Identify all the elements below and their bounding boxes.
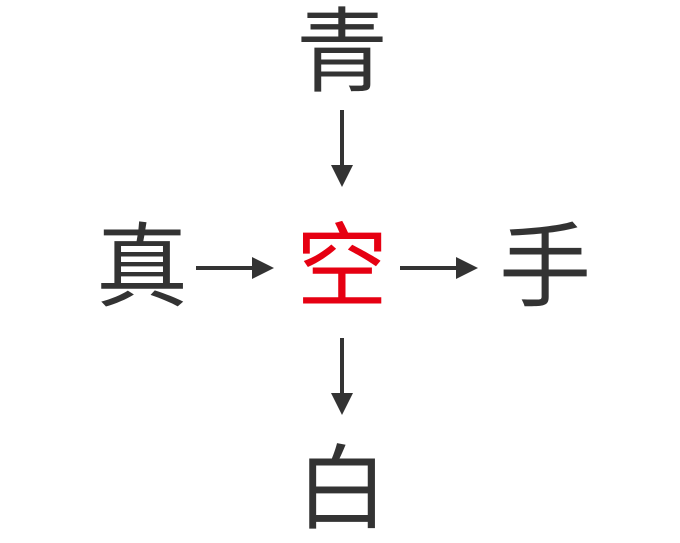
left-kanji: 真 [95,214,188,321]
center-kanji: 空 [295,214,388,321]
arrow-right-center [400,257,478,279]
arrow-down-center [331,338,353,415]
bottom-kanji: 白 [295,436,388,543]
right-kanji: 手 [498,214,591,321]
arrow-down-top [331,110,353,187]
top-kanji: 青 [295,0,388,106]
arrow-right-left [196,257,274,279]
